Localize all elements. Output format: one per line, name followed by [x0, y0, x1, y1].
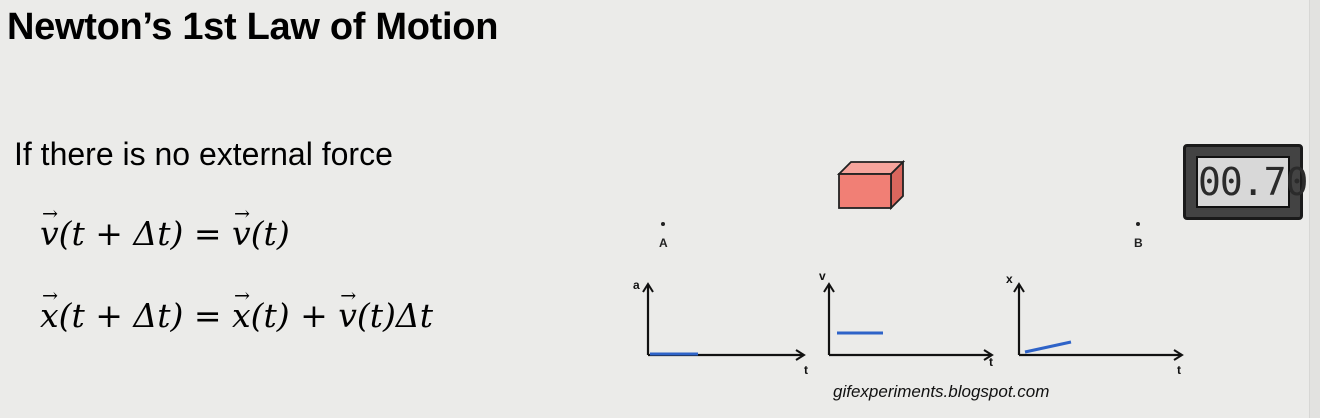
point-a-dot — [661, 222, 665, 226]
position-equation: x(t + Δt) = x(t) + v(t)Δt — [40, 296, 433, 335]
position-graph: x t — [1006, 272, 1184, 377]
equation-part: (t) + — [250, 296, 339, 335]
point-a-label: A — [659, 236, 668, 250]
vector-x: x — [232, 296, 251, 335]
equation-part: (t + Δt) = — [58, 296, 232, 335]
vector-v: v — [338, 296, 357, 335]
x-axis-label: t — [804, 363, 808, 377]
slide-title: Newton’s 1st Law of Motion — [7, 6, 499, 48]
y-axis-label: v — [819, 269, 826, 283]
source-credit: gifexperiments.blogspot.com — [833, 382, 1050, 401]
velocity-equation: v(t + Δt) = v(t) — [40, 214, 290, 253]
equation-part: (t)Δt — [356, 296, 434, 335]
velocity-graph: v t — [819, 269, 994, 369]
acceleration-graph: a t — [633, 278, 808, 377]
cube-front-face — [838, 173, 892, 209]
vector-v: v — [40, 214, 59, 253]
stopwatch-display: 00.70 — [1183, 144, 1308, 220]
y-axis-label: x — [1006, 272, 1013, 286]
slide-right-edge — [1309, 0, 1320, 418]
point-b-label: B — [1134, 236, 1143, 250]
position-plot-line — [1024, 340, 1072, 354]
vector-x: x — [40, 296, 59, 335]
intro-text: If there is no external force — [14, 136, 393, 172]
point-b-dot — [1136, 222, 1140, 226]
cube-icon — [837, 160, 906, 210]
stopwatch-readout: 00.70 — [1196, 156, 1308, 208]
y-axis-label: a — [633, 278, 640, 292]
x-axis-label: t — [989, 355, 993, 369]
vector-v: v — [232, 214, 251, 253]
x-axis-label: t — [1177, 363, 1181, 377]
equation-part: (t + Δt) = — [58, 214, 233, 253]
equation-part: (t) — [250, 214, 290, 253]
